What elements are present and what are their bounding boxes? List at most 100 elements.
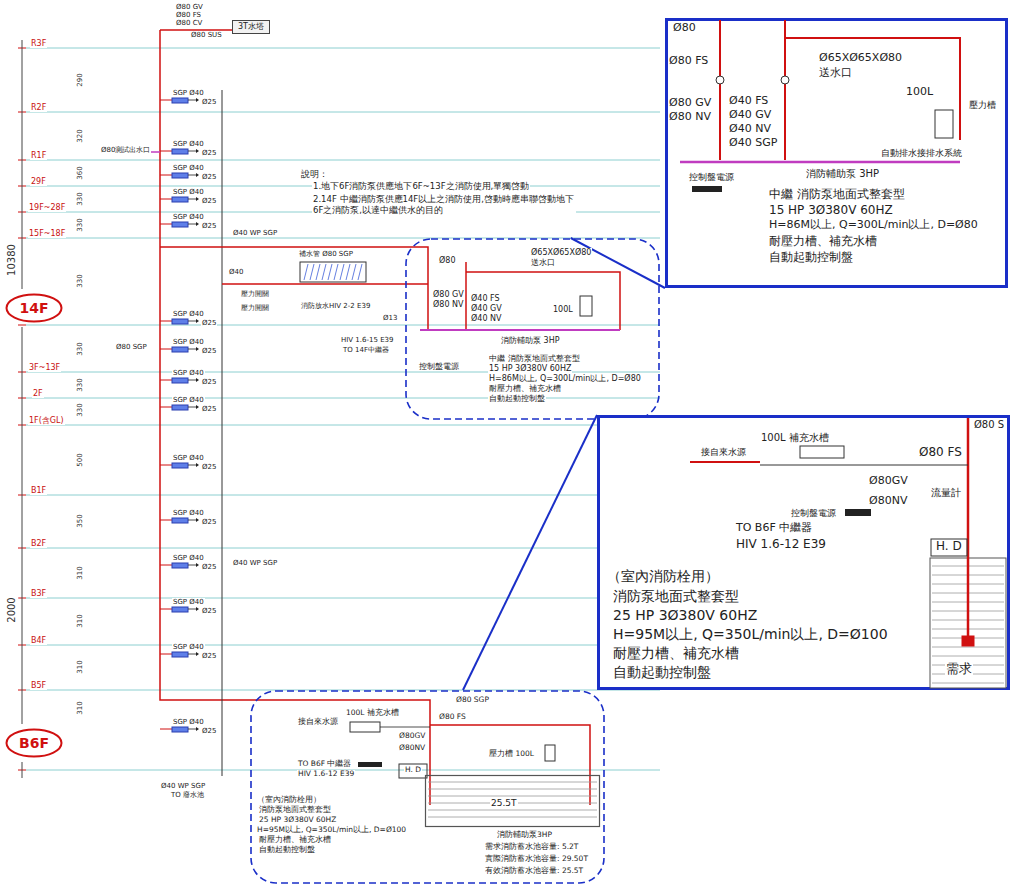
node-text: Ø80 FS bbox=[438, 713, 467, 722]
branch-pipe bbox=[188, 199, 196, 200]
water-line bbox=[932, 647, 1004, 648]
hose-cabinet-label: SGP Ø40 bbox=[172, 338, 205, 346]
hose-cabinet-label: SGP Ø40 bbox=[172, 718, 205, 726]
branch-pipe bbox=[160, 100, 172, 101]
node-text: Ø65XØ65XØ80 bbox=[530, 248, 592, 257]
node-text: 100L bbox=[552, 305, 574, 314]
riser-pipe bbox=[222, 90, 223, 776]
water-tower-box: 3T水塔 bbox=[232, 20, 270, 34]
dimension-text: 330 bbox=[76, 341, 84, 356]
arrow-symbol bbox=[196, 222, 199, 226]
water-tank: 25.5T bbox=[425, 775, 600, 827]
cloud-outline bbox=[251, 691, 604, 883]
floor-line bbox=[26, 325, 660, 326]
pipe-label: TO 廢水池 bbox=[170, 791, 205, 799]
branch-pipe bbox=[188, 100, 196, 101]
node-text: 有效消防蓄水池容量: 25.5T bbox=[484, 867, 584, 876]
node-text: H. D bbox=[935, 540, 963, 554]
water-line bbox=[428, 782, 597, 783]
arrow-symbol bbox=[196, 173, 199, 177]
water-line bbox=[428, 796, 597, 797]
branch-pipe bbox=[188, 609, 196, 610]
pipe-label: Ø40 bbox=[228, 268, 244, 276]
node-text: H. D bbox=[404, 766, 422, 775]
branch-pipe bbox=[160, 380, 172, 381]
equipment-symbol bbox=[692, 186, 722, 192]
node-text: Ø80 bbox=[438, 256, 456, 265]
node-text: （室內消防栓用） bbox=[606, 568, 720, 584]
floor-label: 29F bbox=[30, 177, 47, 186]
pump-header bbox=[420, 329, 620, 331]
hose-cabinet-symbol bbox=[172, 518, 188, 523]
water-line bbox=[428, 810, 597, 811]
floor-label: R3F bbox=[30, 39, 47, 48]
floor-line bbox=[26, 398, 660, 399]
node-text: TO B6F 中繼器 bbox=[735, 522, 813, 535]
arrow-symbol bbox=[196, 518, 199, 522]
equipment-symbol bbox=[931, 539, 967, 556]
node-text: 自動起動控制盤 bbox=[258, 846, 316, 855]
node-text: 14F bbox=[18, 300, 49, 316]
hose-cabinet-symbol bbox=[172, 197, 188, 202]
arrow-symbol bbox=[196, 463, 199, 467]
branch-pipe bbox=[160, 407, 172, 408]
hose-cabinet-symbol bbox=[172, 607, 188, 612]
branch-pipe bbox=[160, 199, 172, 200]
node-text: 100L 補充水槽 bbox=[760, 432, 830, 444]
note-text: 說明： bbox=[300, 170, 329, 180]
dimension-text: 330 bbox=[76, 273, 84, 288]
tank-outline bbox=[426, 776, 600, 827]
arrow-symbol bbox=[196, 652, 199, 656]
node-text: Ø80 FS bbox=[918, 446, 963, 460]
node-text: 需求 bbox=[945, 662, 973, 677]
branch-pipe bbox=[188, 465, 196, 466]
floor-label: B2F bbox=[30, 539, 47, 548]
hose-cabinet-symbol bbox=[172, 405, 188, 410]
branch-pipe bbox=[188, 380, 196, 381]
pipe-line bbox=[784, 20, 786, 160]
node-text: 耐壓力槽、補充水槽 bbox=[612, 645, 740, 661]
node-text: 中繼 消防泵地面式整套型 bbox=[488, 354, 581, 363]
pipe-label: HIV 1.6-15 E39 bbox=[340, 336, 394, 344]
branch-pipe bbox=[188, 151, 196, 152]
node-text: 流量計 bbox=[930, 487, 962, 499]
node-text: 壓力槽 100L bbox=[488, 750, 535, 759]
node-text: H=86M以上, Q=300L/min以上, D=Ø80 bbox=[768, 219, 979, 232]
tank-hatch bbox=[310, 264, 314, 280]
branch-pipe bbox=[160, 465, 172, 466]
branch-pipe bbox=[160, 654, 172, 655]
equipment-label: 壓力開關 bbox=[240, 304, 270, 312]
floor-line bbox=[26, 425, 660, 426]
node-text: 耐壓力槽、補充水槽 bbox=[258, 836, 332, 845]
branch-pipe bbox=[160, 565, 172, 566]
hose-cabinet-label: Ø25 bbox=[201, 98, 217, 106]
floor-line bbox=[26, 598, 660, 599]
floor-label: R1F bbox=[30, 151, 47, 160]
hose-cabinet-symbol bbox=[172, 222, 188, 227]
node-text: 100L 補充水槽 bbox=[345, 709, 400, 718]
dimension-text: 350 bbox=[76, 513, 84, 528]
hose-cabinet-label: Ø25 bbox=[201, 463, 217, 471]
cloud-outline bbox=[406, 239, 659, 419]
hose-cabinet-label: Ø25 bbox=[201, 378, 217, 386]
hose-cabinet-symbol bbox=[172, 652, 188, 657]
tank-hatch bbox=[304, 264, 308, 280]
hose-cabinet-label: SGP Ø40 bbox=[172, 89, 205, 97]
hose-cabinet-label: Ø25 bbox=[201, 149, 217, 157]
node-text: 100L bbox=[905, 86, 934, 99]
zoom-outline bbox=[667, 20, 1007, 287]
hose-cabinet-label: SGP Ø40 bbox=[172, 396, 205, 404]
tank-hatch bbox=[334, 264, 338, 280]
hose-cabinet-label: Ø25 bbox=[201, 518, 217, 526]
ellipse-outline bbox=[7, 730, 62, 757]
node-text: 25.5T bbox=[490, 798, 518, 808]
dimension-text: 320 bbox=[76, 128, 84, 143]
node-text: 控制盤電源 bbox=[418, 362, 460, 371]
ellipse-outline bbox=[7, 295, 62, 322]
branch-pipe bbox=[188, 224, 196, 225]
supply-pipe bbox=[380, 727, 430, 728]
node-text: H=86M以上, Q=300L/min以上, D=Ø80 bbox=[488, 374, 642, 383]
floor-line bbox=[26, 645, 660, 646]
pipe-label: Ø80 SUS bbox=[190, 31, 223, 39]
pipe-line bbox=[785, 38, 960, 140]
